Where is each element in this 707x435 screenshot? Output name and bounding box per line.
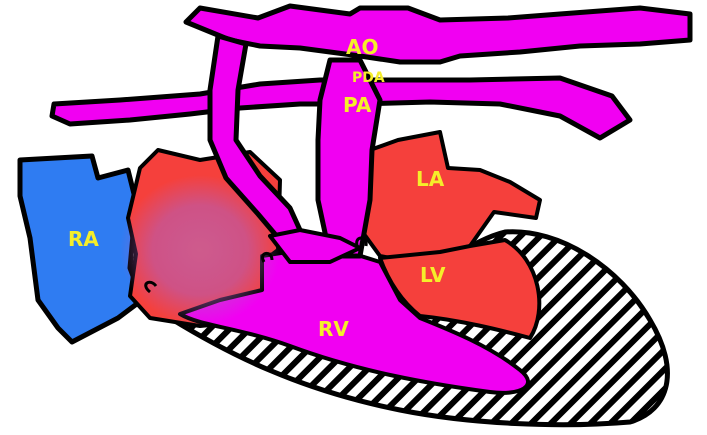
label-lv: LV — [420, 263, 446, 287]
label-pa: PA — [343, 93, 372, 117]
label-la: LA — [416, 167, 445, 191]
label-ao: AO — [346, 35, 378, 59]
label-ra: RA — [68, 227, 99, 251]
label-rv: RV — [318, 317, 349, 341]
aortic-arch — [186, 6, 690, 62]
label-pda: PDA — [352, 70, 385, 86]
